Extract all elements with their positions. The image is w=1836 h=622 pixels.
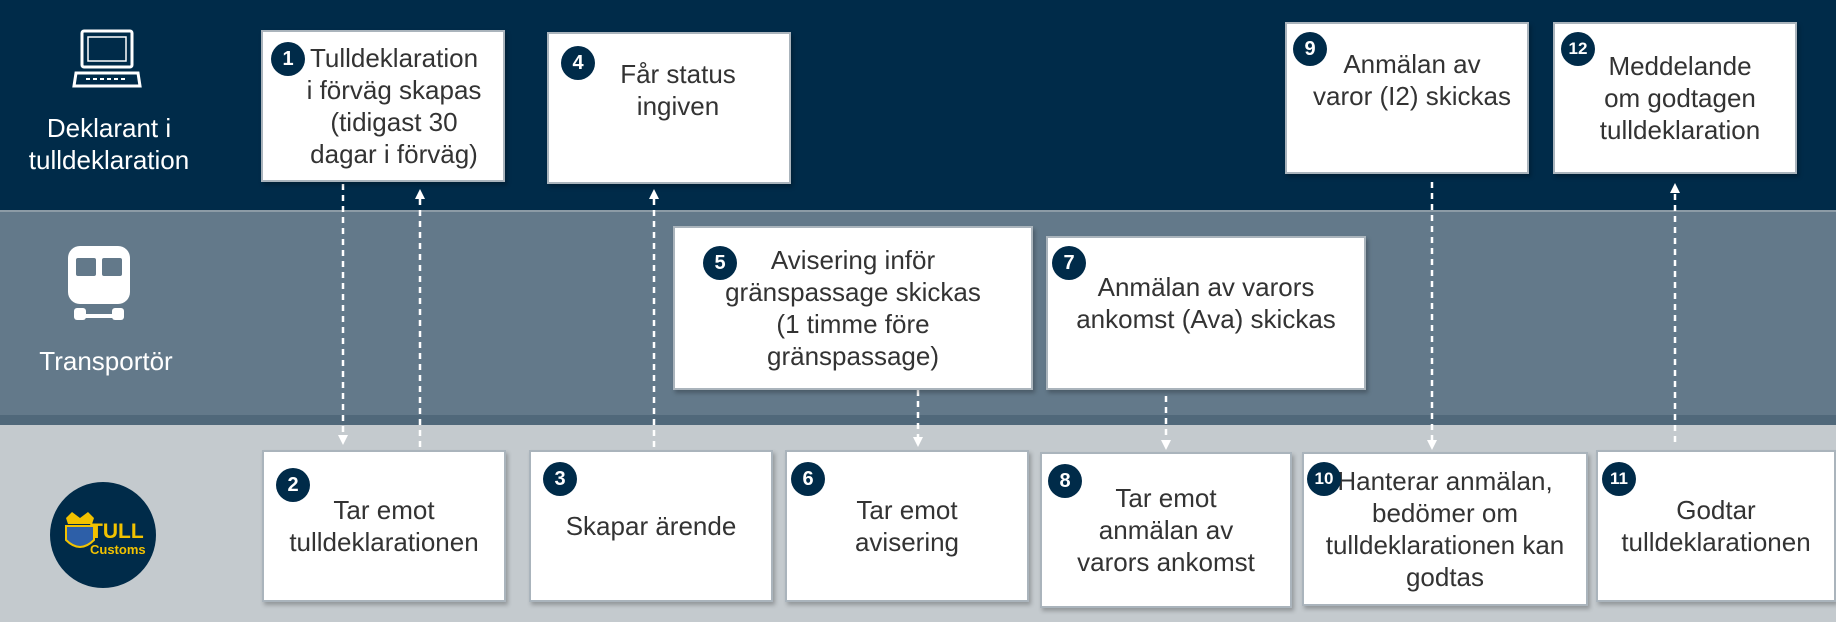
step-number-3: 3 [543, 462, 577, 496]
lane-label-declarant: Deklarant i tulldeklaration [28, 113, 190, 175]
step-number-12: 12 [1561, 32, 1595, 66]
train-icon [68, 246, 130, 320]
step-number-6: 6 [791, 462, 825, 496]
step-number-5: 5 [703, 246, 737, 280]
step-number-9: 9 [1293, 32, 1327, 66]
step-box-3: 3 Skapar ärende [529, 450, 773, 602]
step-box-1: 1 Tulldeklaration i förväg skapas (tidig… [261, 30, 505, 182]
step-text-3: Skapar ärende [565, 511, 737, 541]
lane-divider [0, 415, 1836, 425]
logo-text-tull: TULL [90, 520, 144, 543]
step-text-6: Tar emot avisering [854, 495, 960, 557]
step-number-2: 2 [276, 468, 310, 502]
lane-label-carrier: Transportör [39, 346, 173, 376]
step-box-7: 7 Anmälan av varors ankomst (Ava) skicka… [1046, 236, 1366, 390]
step-text-8: Tar emot anmälan av varors ankomst [1077, 483, 1255, 577]
laptop-icon [72, 29, 142, 88]
step-text-1: Tulldeklaration i förväg skapas (tidigas… [306, 43, 482, 169]
step-box-5: 5 Avisering inför gränspassage skickas (… [673, 226, 1033, 390]
step-text-4: Får status ingiven [620, 59, 736, 121]
step-number-7: 7 [1052, 246, 1086, 280]
step-box-8: 8 Tar emot anmälan av varors ankomst [1040, 452, 1292, 608]
step-box-11: 11 Godtar tulldeklarationen [1596, 450, 1836, 602]
step-text-5: Avisering inför gränspassage skickas (1 … [725, 245, 981, 371]
step-text-12: Meddelande om godtagen tulldeklaration [1599, 51, 1761, 145]
step-text-2: Tar emot tulldeklarationen [289, 495, 479, 557]
step-box-6: 6 Tar emot avisering [785, 450, 1029, 602]
step-number-11: 11 [1602, 462, 1636, 496]
step-box-2: 2 Tar emot tulldeklarationen [262, 450, 506, 602]
step-number-1: 1 [271, 42, 305, 76]
step-text-10: Hanterar anmälan, bedömer om tulldeklara… [1325, 466, 1565, 592]
step-box-4: 4 Får status ingiven [547, 32, 791, 184]
step-number-8: 8 [1048, 464, 1082, 498]
step-number-10: 10 [1307, 462, 1341, 496]
logo-text-customs: Customs [90, 542, 146, 557]
step-text-7: Anmälan av varors ankomst (Ava) skickas [1076, 272, 1336, 334]
step-text-11: Godtar tulldeklarationen [1621, 495, 1811, 557]
step-box-9: 9 Anmälan av varor (I2) skickas [1285, 22, 1529, 174]
step-text-9: Anmälan av varor (I2) skickas [1313, 49, 1511, 111]
customs-logo-icon: TULL Customs [50, 482, 156, 588]
step-number-4: 4 [561, 46, 595, 80]
step-box-12: 12 Meddelande om godtagen tulldeklaratio… [1553, 22, 1797, 174]
step-box-10: 10 Hanterar anmälan, bedömer om tulldekl… [1302, 452, 1588, 606]
